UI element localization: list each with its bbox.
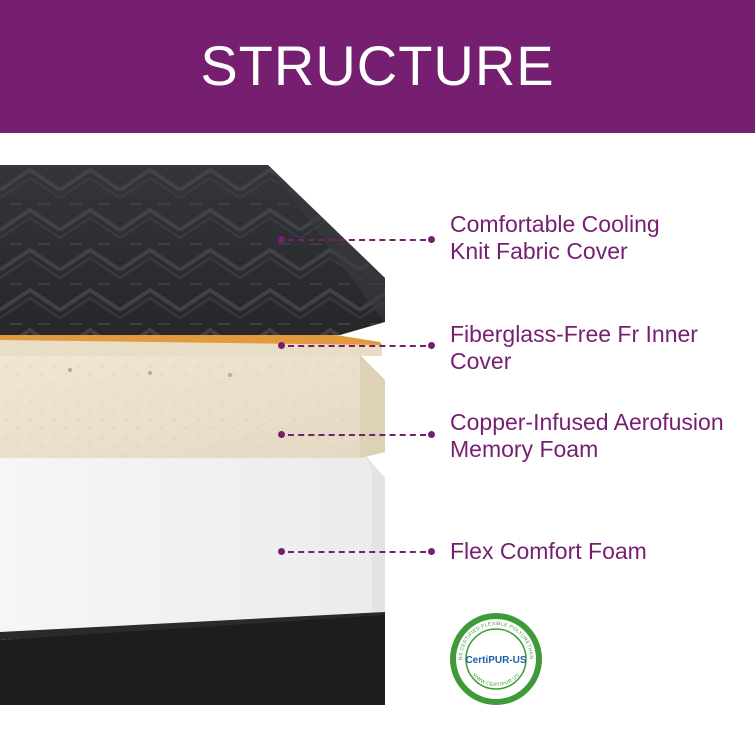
page-title: STRUCTURE [200, 34, 555, 97]
callout-connector [288, 345, 426, 347]
callout-dot-left [278, 236, 285, 243]
callout-dot-right [428, 342, 435, 349]
seal-logo-text: CertiPUR-US [465, 655, 526, 666]
label-line: Cover [450, 348, 512, 374]
callout-dot-right [428, 431, 435, 438]
callout-dot-right [428, 548, 435, 555]
inner-cover-layer [0, 334, 382, 356]
label-line: Copper-Infused Aerofusion [450, 409, 724, 435]
label-line: Knit Fabric Cover [450, 238, 628, 264]
memory-foam-layer [0, 355, 385, 458]
inner-cover-label: Fiberglass-Free Fr Inner Cover [450, 321, 698, 375]
title-banner: STRUCTURE [0, 0, 755, 133]
flex-foam-layer [0, 455, 385, 632]
memory-foam-label: Copper-Infused Aerofusion Memory Foam [450, 409, 724, 463]
certipur-us-seal: CONTAINS CERTIFIED FLEXIBLE POLYURETHANE… [448, 611, 542, 705]
label-line: Memory Foam [450, 436, 599, 462]
cover-label: Comfortable Cooling Knit Fabric Cover [450, 211, 660, 265]
knit-cover-layer [0, 165, 385, 335]
flex-foam-label: Flex Comfort Foam [450, 538, 647, 565]
callout-dot-right [428, 236, 435, 243]
callout-connector [288, 551, 426, 553]
callout-dot-left [278, 431, 285, 438]
callout-connector [288, 239, 426, 241]
label-line: Flex Comfort Foam [450, 538, 647, 564]
label-line: Fiberglass-Free Fr Inner [450, 321, 698, 347]
callout-dot-left [278, 342, 285, 349]
label-line: Comfortable Cooling [450, 211, 660, 237]
callout-connector [288, 434, 426, 436]
callout-dot-left [278, 548, 285, 555]
